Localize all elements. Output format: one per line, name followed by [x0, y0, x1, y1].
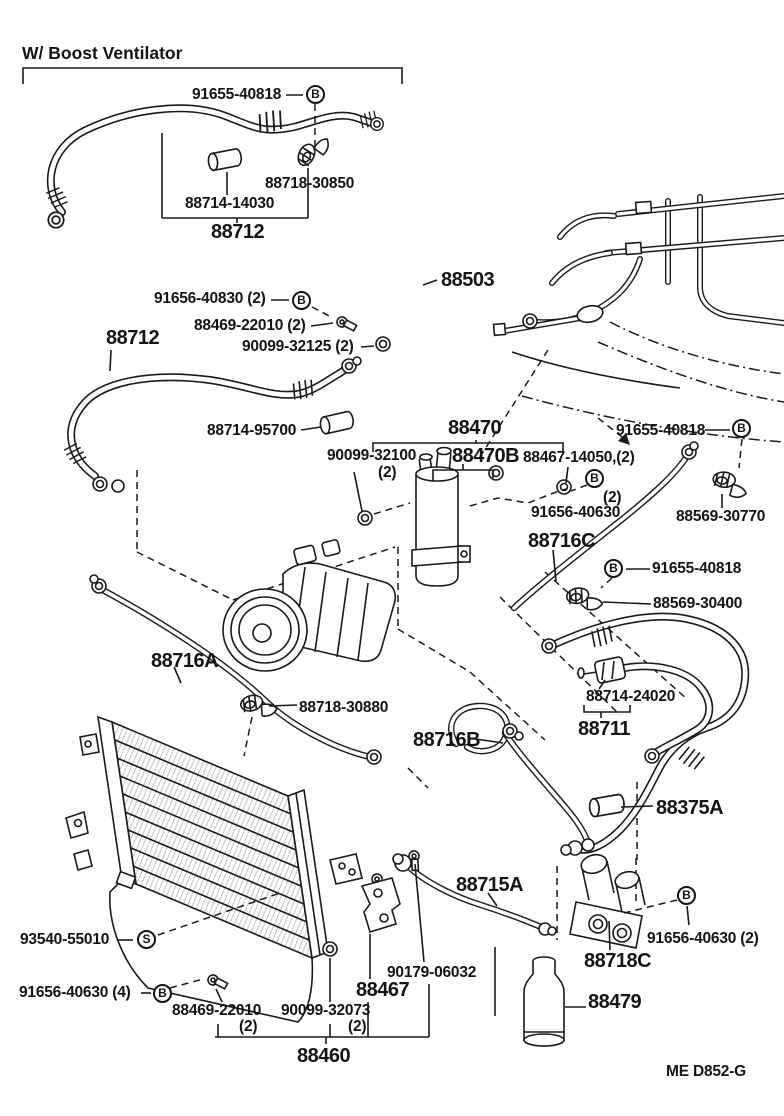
engine-pipes-backdrop: [492, 196, 784, 443]
part-label-88716A: 88716A: [151, 650, 219, 672]
screw-symbol-1: S: [137, 930, 156, 949]
part-label-90099-32073: 90099-32073: [281, 1002, 371, 1019]
part-label-88714-14030: 88714-14030: [185, 195, 275, 212]
part-label-88712-left: 88712: [106, 327, 160, 349]
part-label-88718-30850: 88718-30850: [265, 175, 355, 192]
drawing-code: ME D852-G: [666, 1063, 747, 1080]
part-label-91655-40818-top: 91655-40818: [192, 86, 282, 103]
part-label-90179-06032: 90179-06032: [387, 964, 477, 981]
part-label-91655-40818-mid: 91655-40818: [652, 560, 742, 577]
part-label-90099-32100-qty: (2): [378, 464, 397, 481]
oil-can-drawing: [523, 956, 565, 1047]
part-label-88714-24020: 88714-24020: [586, 688, 676, 705]
part-label-88470: 88470: [448, 417, 502, 439]
bolt-symbol-1: B: [306, 85, 325, 104]
part-label-91656-40630-mid: 91656-40630: [531, 504, 621, 521]
part-label-88715A: 88715A: [456, 874, 524, 896]
part-label-88503: 88503: [441, 269, 495, 291]
part-label-88716C: 88716C: [528, 530, 596, 552]
part-label-91656-40630-mid-qty: (2): [603, 489, 622, 506]
part-label-88712-top: 88712: [211, 221, 265, 243]
bolt-symbol-7: B: [677, 886, 696, 905]
part-label-88375A: 88375A: [656, 797, 724, 819]
part-label-88469-22010-bottom: 88469-22010: [172, 1002, 262, 1019]
bolt-symbol-2: B: [292, 291, 311, 310]
part-label-88469-22010-qty: (2): [239, 1018, 258, 1035]
part-label-88479: 88479: [588, 991, 642, 1013]
part-label-91656-40830: 91656-40830 (2): [154, 290, 266, 307]
part-label-88711: 88711: [578, 718, 631, 740]
receiver-drier-drawing: [411, 446, 471, 587]
part-label-88716B: 88716B: [413, 729, 481, 751]
part-label-88460: 88460: [297, 1045, 351, 1067]
section-title: W/ Boost Ventilator: [22, 43, 183, 63]
part-label-88467: 88467: [356, 979, 410, 1001]
bolt-symbol-6: B: [153, 984, 172, 1003]
part-label-88718C: 88718C: [584, 950, 652, 972]
part-label-88470B: 88470B: [452, 445, 520, 467]
bolt-symbol-4: B: [732, 419, 751, 438]
part-label-88714-95700: 88714-95700: [207, 422, 297, 439]
part-label-90099-32100: 90099-32100: [327, 447, 417, 464]
bolt-symbol-3: B: [585, 469, 604, 488]
leader-lines: [22, 67, 743, 1044]
compressor-drawing: [222, 539, 397, 672]
part-label-88718-30880: 88718-30880: [299, 699, 389, 716]
part-label-90099-32073-qty: (2): [348, 1018, 367, 1035]
part-label-88569-30770: 88569-30770: [676, 508, 766, 525]
part-label-91655-40818-right: 91655-40818: [616, 422, 706, 439]
bolt-symbol-5: B: [604, 559, 623, 578]
part-label-93540-55010: 93540-55010: [20, 931, 110, 948]
part-label-91656-40630-4: 91656-40630 (4): [19, 984, 131, 1001]
small-parts: [205, 129, 749, 990]
part-label-88467-14050: 88467-14050,(2): [523, 449, 635, 466]
part-label-90099-32125: 90099-32125 (2): [242, 338, 354, 355]
part-label-88469-22010-mid: 88469-22010 (2): [194, 317, 306, 334]
hoses-and-pipes: [44, 108, 745, 936]
joint-88718c-drawing: [569, 853, 646, 949]
part-label-91656-40630-2: 91656-40630 (2): [647, 930, 759, 947]
part-label-88569-30400: 88569-30400: [653, 595, 743, 612]
